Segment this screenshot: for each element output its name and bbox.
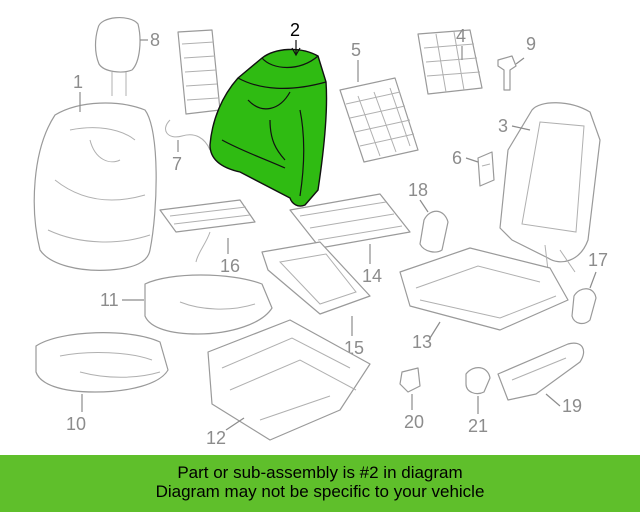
part-20-bracket[interactable] <box>399 367 421 393</box>
callout-9: 9 <box>526 34 536 54</box>
callout-1: 1 <box>73 72 83 92</box>
part-21-knob[interactable] <box>465 367 491 395</box>
leader-6 <box>465 157 479 163</box>
leader-18 <box>419 199 429 213</box>
callout-4: 4 <box>456 26 466 46</box>
part-6-bracket[interactable] <box>477 151 495 187</box>
part-2-seatback-pad[interactable] <box>209 48 328 207</box>
leader-3 <box>511 125 531 131</box>
callout-6: 6 <box>452 148 462 168</box>
part-14-cushion-mat[interactable] <box>289 193 411 249</box>
leader-12 <box>225 417 245 431</box>
banner-line-1: Part or sub-assembly is #2 in diagram <box>177 463 463 482</box>
part-1-seatback-cover[interactable] <box>33 102 157 271</box>
part-16-heater-mat[interactable] <box>159 199 256 263</box>
part-17-trim[interactable] <box>571 288 597 325</box>
callout-13: 13 <box>412 332 432 352</box>
part-19-side-shield[interactable] <box>497 342 585 401</box>
part-3-back-frame[interactable] <box>499 102 601 273</box>
part-13-seat-track[interactable] <box>399 247 569 331</box>
part-10-cushion-cover[interactable] <box>35 332 169 393</box>
callout-3: 3 <box>498 116 508 136</box>
leader-9 <box>515 57 525 65</box>
part-18-side-cover[interactable] <box>419 210 449 253</box>
leader-13 <box>429 321 441 339</box>
info-banner: Part or sub-assembly is #2 in diagram Di… <box>0 455 640 512</box>
callout-20: 20 <box>404 412 424 432</box>
part-15-cushion-pan[interactable] <box>261 241 371 315</box>
callout-18: 18 <box>408 180 428 200</box>
callout-5: 5 <box>351 40 361 60</box>
leader-19 <box>545 393 561 407</box>
seat-parts-diagram: 1 8 7 2 5 4 9 3 <box>33 17 608 448</box>
callout-7: 7 <box>172 154 182 174</box>
leader-2 <box>291 40 301 57</box>
callout-14: 14 <box>362 266 382 286</box>
callout-2: 2 <box>290 20 300 40</box>
callout-10: 10 <box>66 414 86 434</box>
part-12-lower-track[interactable] <box>207 319 371 441</box>
banner-line-2: Diagram may not be specific to your vehi… <box>155 482 485 501</box>
callout-19: 19 <box>562 396 582 416</box>
callout-21: 21 <box>468 416 488 436</box>
part-8-headrest[interactable] <box>94 17 141 96</box>
part-4-lumbar-spring[interactable] <box>417 29 483 95</box>
callout-11: 11 <box>100 290 119 310</box>
callout-8: 8 <box>150 30 160 50</box>
callout-12: 12 <box>206 428 226 448</box>
part-9-clip[interactable] <box>497 55 517 91</box>
leader-17 <box>589 271 597 289</box>
callout-16: 16 <box>220 256 240 276</box>
callout-17: 17 <box>588 250 608 270</box>
part-11-cushion-pad[interactable] <box>144 274 273 335</box>
part-5-frame-grid[interactable] <box>339 77 419 163</box>
